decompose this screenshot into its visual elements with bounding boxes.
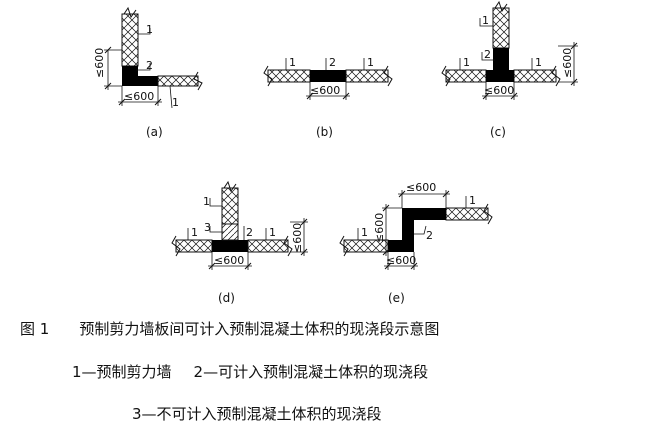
label-a-2: 2 (146, 59, 153, 72)
non-counted-segment-d (221, 223, 239, 241)
diagram-c: 1 2 1 1 ≤600 ≤600 (c) (441, 0, 578, 139)
cast-in-place-a (122, 66, 158, 86)
legend-line-2: 3—不可计入预制混凝土体积的现浇段 (132, 403, 382, 424)
legend-item-1: 1—预制剪力墙 (72, 363, 172, 381)
caption-b: (b) (316, 125, 333, 139)
label-c-1-left: 1 (463, 56, 470, 69)
wall-joint-diagrams: 1 2 1 ≤600 ≤600 (a) 1 (93, 0, 578, 305)
label-a-1-right: 1 (172, 96, 179, 109)
label-c-1-top: 1 (482, 14, 489, 27)
precast-wall-a-vertical (121, 13, 139, 67)
legend-item-2: 2—可计入预制混凝土体积的现浇段 (193, 363, 429, 381)
dim-e-horizontal: ≤600 (386, 254, 416, 267)
break-mark-d-right (283, 235, 293, 257)
label-a-1-top: 1 (146, 23, 153, 36)
diagram-e: 1 2 1 ≤600 ≤600 ≤600 (e) (339, 181, 493, 305)
label-d-3: 3 (204, 221, 211, 234)
dim-c-vertical: ≤600 (561, 48, 574, 78)
label-d-2: 2 (246, 226, 253, 239)
caption-a: (a) (146, 125, 163, 139)
dim-d-horizontal: ≤600 (214, 254, 244, 267)
precast-wall-a-horizontal (157, 75, 199, 87)
break-mark-b-left (263, 65, 273, 87)
figure-title: 图 1 预制剪力墙板间可计入预制混凝土体积的现浇段示意图 (20, 318, 439, 339)
diagram-b: 1 2 1 ≤600 (b) (263, 56, 393, 139)
label-b-2: 2 (329, 56, 336, 69)
diagram-a: 1 2 1 ≤600 ≤600 (a) (93, 6, 203, 139)
precast-wall-d-vertical (221, 187, 239, 225)
break-mark-e-left (339, 235, 349, 257)
dim-e-vertical: ≤600 (373, 213, 386, 243)
label-e-1-right: 1 (469, 194, 476, 207)
label-e-1-left: 1 (361, 226, 368, 239)
cast-in-place-d (212, 240, 248, 252)
break-mark-c-top (494, 0, 508, 13)
precast-wall-d-right (247, 239, 289, 253)
caption-c: (c) (490, 125, 506, 139)
label-c-1-right: 1 (535, 56, 542, 69)
dim-c-horizontal: ≤600 (484, 84, 514, 97)
break-mark-b-right (383, 65, 393, 87)
dim-a-horizontal: ≤600 (124, 90, 154, 103)
break-mark-d-top (223, 180, 237, 193)
dim-e-top: ≤600 (406, 181, 436, 194)
dim-b-horizontal: ≤600 (310, 84, 340, 97)
figure-number: 图 1 (20, 320, 50, 338)
precast-wall-c-vertical (492, 7, 510, 49)
precast-wall-b-right (345, 69, 389, 83)
dim-d-vertical: ≤600 (291, 223, 304, 253)
break-mark-a-right (193, 71, 203, 91)
legend-line-1: 1—预制剪力墙 2—可计入预制混凝土体积的现浇段 (72, 361, 428, 382)
diagram-d: 1 3 2 1 1 ≤600 ≤600 (d) (171, 180, 308, 305)
cast-in-place-b (310, 70, 346, 82)
legend-item-3: 3—不可计入预制混凝土体积的现浇段 (132, 405, 382, 423)
break-mark-c-left (441, 65, 451, 87)
precast-wall-e-right (445, 207, 489, 221)
break-mark-a-top (123, 6, 137, 19)
break-mark-e-right (483, 203, 493, 225)
precast-wall-c-left (445, 69, 487, 83)
cast-in-place-c (486, 48, 514, 82)
label-e-2: 2 (426, 229, 433, 242)
break-mark-d-left (171, 235, 181, 257)
dim-a-vertical: ≤600 (93, 48, 106, 78)
label-b-1-left: 1 (289, 56, 296, 69)
caption-e: (e) (388, 291, 405, 305)
label-c-2: 2 (484, 48, 491, 61)
precast-wall-c-right (513, 69, 557, 83)
caption-d: (d) (218, 291, 235, 305)
label-d-1-left: 1 (191, 226, 198, 239)
precast-wall-d-left (175, 239, 213, 253)
figure-caption: 预制剪力墙板间可计入预制混凝土体积的现浇段示意图 (79, 320, 440, 338)
cast-in-place-e (388, 208, 446, 252)
label-d-1-top: 1 (203, 195, 210, 208)
label-d-1-right: 1 (269, 226, 276, 239)
break-mark-c-right (551, 65, 561, 87)
precast-wall-b-left (267, 69, 311, 83)
label-b-1-right: 1 (367, 56, 374, 69)
